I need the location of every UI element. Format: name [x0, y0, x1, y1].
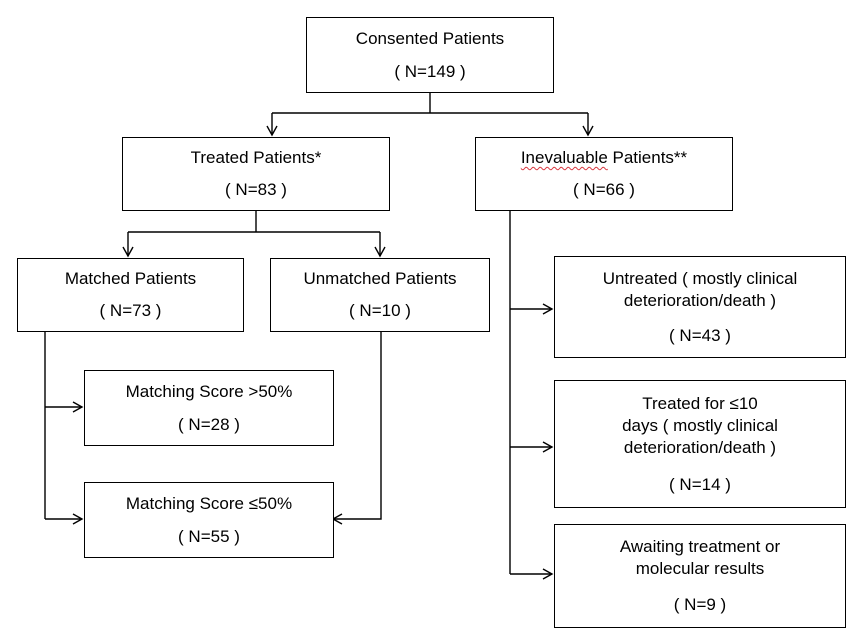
untreated-line-1: Untreated ( mostly clinical — [602, 268, 798, 288]
untreated-count: ( N=43 ) — [669, 325, 731, 345]
matching-score-low-box: Matching Score ≤50% ( N=55 ) — [84, 482, 334, 558]
treated-patients-title: Treated Patients* — [190, 148, 322, 167]
inevaluable-patients-box: Inevaluable Patients** ( N=66 ) — [475, 137, 733, 211]
matched-patients-count: ( N=73 ) — [99, 301, 162, 320]
unmatched-patients-box: Unmatched Patients ( N=10 ) — [270, 258, 490, 332]
treated-short-line-1: Treated for ≤10 — [642, 393, 758, 413]
treated-patients-box: Treated Patients* ( N=83 ) — [122, 137, 390, 211]
unmatched-patients-title: Unmatched Patients — [303, 269, 457, 288]
untreated-text: Untreated ( mostly clinical deterioratio… — [603, 268, 798, 312]
untreated-box: Untreated ( mostly clinical deterioratio… — [554, 256, 846, 358]
awaiting-text: Awaiting treatment or molecular results — [620, 536, 780, 580]
treated-short-box: Treated for ≤10 days ( mostly clinical d… — [554, 380, 846, 508]
treated-short-count: ( N=14 ) — [669, 474, 731, 494]
treated-patients-count: ( N=83 ) — [225, 180, 287, 199]
edge-treated-split — [128, 211, 380, 233]
inevaluable-patients-title: Inevaluable Patients** — [521, 147, 687, 169]
awaiting-box: Awaiting treatment or molecular results … — [554, 524, 846, 628]
matching-score-high-count: ( N=28 ) — [178, 414, 240, 434]
matching-score-low-count: ( N=55 ) — [178, 526, 240, 546]
matching-score-high-box: Matching Score >50% ( N=28 ) — [84, 370, 334, 446]
matching-score-low-title: Matching Score ≤50% — [125, 493, 293, 513]
consented-patients-count: ( N=149 ) — [394, 61, 466, 81]
inevaluable-word: Inevaluable — [520, 148, 608, 167]
awaiting-line-1: Awaiting treatment or — [619, 537, 781, 556]
inevaluable-rest: Patients** — [607, 148, 688, 167]
untreated-line-2: deterioration/death ) — [623, 290, 777, 310]
treated-short-text: Treated for ≤10 days ( mostly clinical d… — [622, 393, 778, 459]
consented-patients-box: Consented Patients ( N=149 ) — [306, 17, 554, 93]
treated-short-line-3: deterioration/death ) — [623, 437, 777, 457]
treated-short-line-2: days ( mostly clinical — [622, 415, 778, 435]
matched-patients-title: Matched Patients — [64, 269, 197, 288]
matching-score-high-title: Matching Score >50% — [125, 381, 293, 401]
consented-patients-title: Consented Patients — [355, 28, 505, 48]
awaiting-line-2: molecular results — [635, 559, 765, 578]
unmatched-patients-count: ( N=10 ) — [349, 301, 411, 320]
edge-unmatched-to-score-low — [331, 332, 382, 525]
edge-consented-split — [272, 93, 588, 114]
matched-patients-box: Matched Patients ( N=73 ) — [17, 258, 244, 332]
inevaluable-patients-count: ( N=66 ) — [573, 180, 635, 199]
awaiting-count: ( N=9 ) — [673, 595, 727, 614]
